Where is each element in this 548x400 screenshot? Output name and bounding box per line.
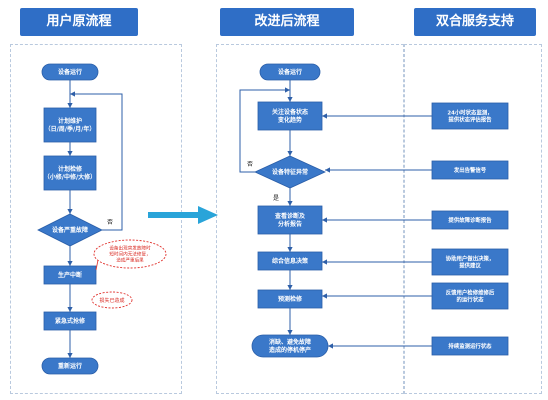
impr-monitor-box	[257, 101, 323, 131]
impr-arrow-5-head	[287, 285, 293, 290]
impr-yes-label: 是	[273, 195, 279, 202]
orig-halt-box-label: 生产中断	[58, 271, 82, 279]
orig-overhaul-box-label: 计划检修（小修/中修/大修）	[44, 165, 96, 181]
header-original-flow: 用户原流程	[20, 8, 138, 36]
orig-maintenance-box-label: 计划维护（日/周/季/月/年）	[45, 117, 96, 133]
impr-loop-arrow	[239, 89, 290, 173]
orig-arrow-5-head	[67, 307, 73, 312]
orig-start-node-label: 设备运行	[58, 68, 82, 76]
orig-arrow-1-head	[67, 103, 73, 108]
orig-callout-2	[91, 291, 133, 309]
support-arrow-3-head	[322, 217, 327, 223]
impr-arrow-1-head	[287, 97, 293, 102]
impr-plan-box-label: 预测检修	[278, 295, 303, 303]
impr-no-label: 否	[247, 161, 253, 168]
support-arrow-2-head	[325, 167, 330, 173]
support-arrow-1-head	[322, 113, 327, 119]
support-arrow-5-head	[322, 293, 327, 299]
support-arrow-4-head	[322, 259, 327, 265]
impr-arrow-6-head	[287, 330, 293, 335]
orig-no-label: 否	[107, 219, 113, 226]
orig-loop-arrow-head	[70, 91, 75, 97]
impr-monitor-box-label: 关注设备状态变化趋势	[272, 108, 308, 124]
orig-callout-1-pointer	[95, 259, 99, 271]
support-box-3-label: 提供故障诊断报告	[448, 216, 492, 224]
impr-analysis-box-label: 查看诊断及分析报告	[274, 212, 305, 228]
impr-decision-diamond-label: 设备特征异常	[272, 168, 308, 176]
support-box-2-label: 发出告警信号	[453, 166, 487, 174]
orig-arrow-4-head	[67, 261, 73, 266]
header-improved-flow: 改进后流程	[220, 8, 354, 36]
support-box-1-label: 24小时状态监测，提供状态评估报告	[447, 108, 492, 123]
panel-original	[10, 44, 182, 394]
orig-arrow-3-head	[67, 209, 73, 214]
support-arrow-6-head	[328, 343, 333, 349]
impr-arrow-3-head	[287, 201, 293, 206]
support-box-4-label: 协助用户做出决策，提供建议	[446, 254, 495, 269]
orig-loop-arrow	[70, 93, 123, 231]
header-service-support: 双合服务支持	[414, 8, 536, 36]
impr-analysis-box	[257, 205, 323, 235]
impr-arrow-2-head	[287, 151, 293, 156]
orig-maintenance-box	[43, 107, 97, 143]
orig-callout-1	[93, 239, 167, 269]
orig-decision-diamond-label: 设备严重故障	[52, 226, 88, 234]
orig-callout-1-text: 设备出现突发故障时短时间内无法修复，造成严重后果	[109, 245, 151, 264]
support-box-5-label: 反馈用户检修维修后的运行状态	[446, 288, 495, 303]
impr-start-node-label: 设备运行	[278, 68, 302, 76]
support-box-5	[431, 282, 509, 310]
support-box-1	[431, 102, 509, 130]
orig-arrow-2-head	[67, 151, 73, 156]
orig-end-node-label: 重新运行	[58, 362, 82, 370]
impr-arrow-4-head	[287, 247, 293, 252]
support-box-6-label: 持续监测运行状态	[448, 342, 492, 350]
transition-arrow	[148, 206, 218, 224]
impr-judge-box-label: 综合信息决策	[272, 257, 308, 265]
orig-repair-box-label: 紧急式抢修	[55, 317, 86, 325]
impr-loop-arrow-head	[285, 87, 290, 93]
orig-arrow-6-head	[67, 353, 73, 358]
impr-final-node-label: 消缺、避免故障造成的停机停产	[269, 338, 311, 354]
orig-callout-2-text: 损失已造成	[99, 297, 124, 304]
